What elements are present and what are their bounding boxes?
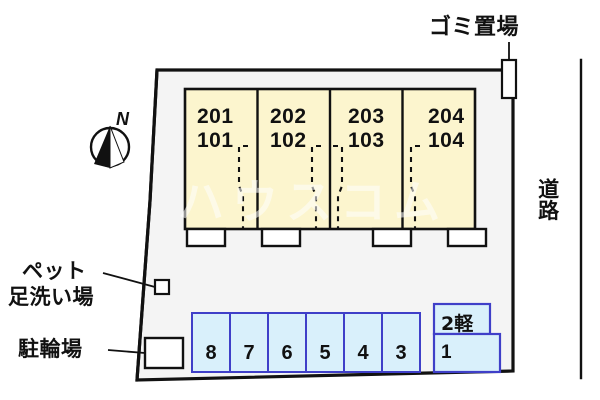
road-label: 道路 (535, 178, 560, 221)
pet-wash-marker (102, 272, 171, 296)
parking-stall-1 (432, 332, 502, 374)
parking-row (191, 312, 421, 373)
north-label: N (116, 109, 130, 129)
trash-area-box (500, 58, 518, 100)
bicycle-parking-leader (107, 349, 146, 354)
trash-area-marker (500, 42, 518, 100)
parking-stall-label-7: 7 (243, 342, 255, 364)
unit-204-stair-dashed (409, 144, 420, 229)
north-compass-icon (89, 125, 131, 169)
pet-wash-box (153, 278, 171, 296)
unit-upper-204: 204 (428, 105, 465, 128)
parking-stall-3 (381, 312, 421, 373)
unit-203-stair-dashed (333, 144, 344, 229)
parking-stall-label-5: 5 (319, 342, 331, 364)
compass-needle-light (109, 125, 125, 169)
parking-stall-label-3: 3 (395, 342, 407, 364)
unit-label-202: 202 102 (270, 105, 307, 153)
compass-needle-dark (94, 126, 110, 168)
unit-label-204: 204 104 (428, 105, 465, 153)
parking-stall-label-8: 8 (205, 342, 217, 364)
unit-lower-104: 104 (428, 129, 465, 152)
bicycle-parking-box (143, 336, 185, 370)
unit-202-stair-dashed (310, 144, 321, 229)
parking-kei-group (432, 302, 502, 374)
unit-upper-202: 202 (270, 105, 307, 128)
unit-201-stair-dashed (237, 144, 248, 229)
parking-stall-label-1: 1 (441, 342, 452, 363)
porch-201 (185, 227, 227, 248)
trash-area-label: ゴミ置場 (429, 15, 520, 40)
porch-202 (260, 227, 302, 248)
pet-wash-label-line1: ペット (22, 259, 87, 283)
pet-wash-leader (102, 272, 156, 288)
unit-upper-203: 203 (348, 105, 385, 128)
parking-stall-7 (229, 312, 269, 373)
unit-lower-103: 103 (348, 129, 385, 152)
unit-lower-101: 101 (197, 129, 234, 152)
bicycle-parking-label: 駐輪場 (18, 337, 83, 361)
unit-label-203: 203 103 (348, 105, 385, 153)
parking-stall-label-2-kei: 2軽 (441, 313, 474, 335)
parking-stall-5 (305, 312, 345, 373)
unit-lower-102: 102 (270, 129, 307, 152)
building-block (183, 87, 488, 248)
site-west-edge (135, 68, 159, 382)
parking-stall-label-4: 4 (357, 342, 369, 364)
unit-upper-201: 201 (197, 105, 234, 128)
unit-label-201: 201 101 (197, 105, 234, 153)
porch-204 (446, 227, 488, 248)
parking-stall-2-kei (432, 302, 492, 336)
parking-stall-label-6: 6 (281, 342, 293, 364)
porch-203 (371, 227, 413, 248)
bicycle-parking-marker (107, 336, 185, 370)
pet-wash-label-line2: 足洗い場 (8, 285, 94, 309)
